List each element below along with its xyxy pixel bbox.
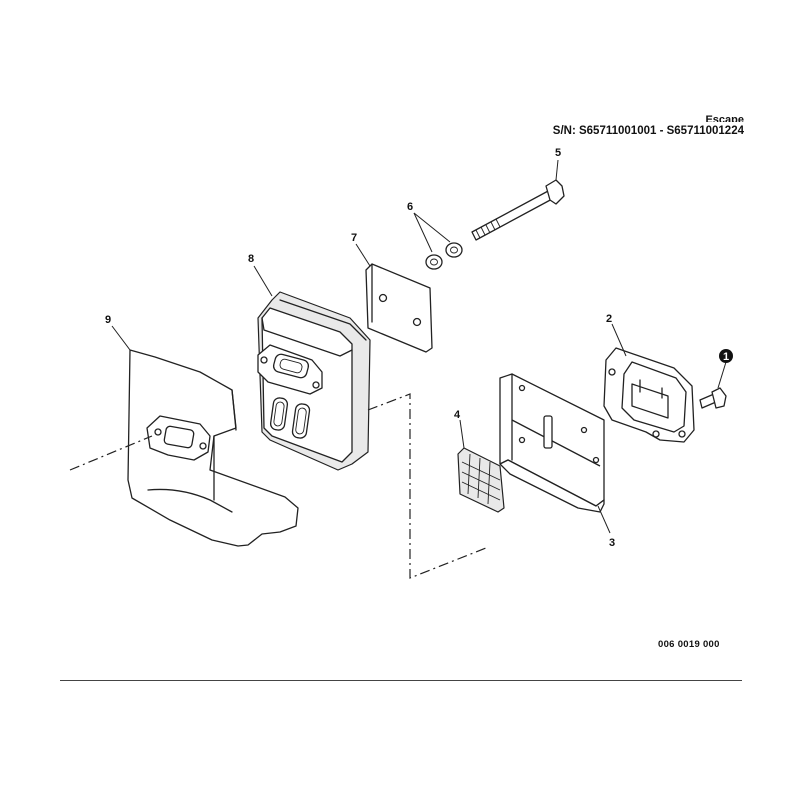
part-1-screw: [699, 387, 727, 409]
part-5-bolt: [471, 179, 565, 241]
part-8-muffler: [257, 291, 371, 471]
callout-7: 7: [351, 232, 357, 244]
callout-5: 5: [555, 147, 561, 159]
footer-rule: [60, 680, 742, 681]
callout-8: 8: [248, 253, 254, 265]
callout-1: 1: [723, 351, 729, 363]
part-2-flange-gasket: [603, 347, 695, 443]
callout-4: 4: [454, 409, 461, 421]
part-4-spark-screen: [457, 447, 505, 513]
part-6-washers: [425, 242, 463, 270]
drawing-code: 006 0019 000: [658, 639, 720, 650]
callout-2: 2: [606, 313, 612, 325]
section-title: Escape: [705, 114, 744, 122]
part-3-bracket: [499, 373, 605, 513]
leader-lines: [111, 159, 727, 534]
assembly-centerline: [367, 393, 487, 579]
callout-6: 6: [407, 201, 413, 213]
part-9-heat-shield: [69, 349, 299, 547]
callout-1-badge: [719, 349, 733, 363]
callout-3: 3: [609, 537, 615, 549]
serial-number-range: S/N: S65711001001 - S65711001224: [552, 125, 744, 137]
callout-9: 9: [105, 314, 111, 326]
part-7-gasket: [365, 263, 433, 353]
